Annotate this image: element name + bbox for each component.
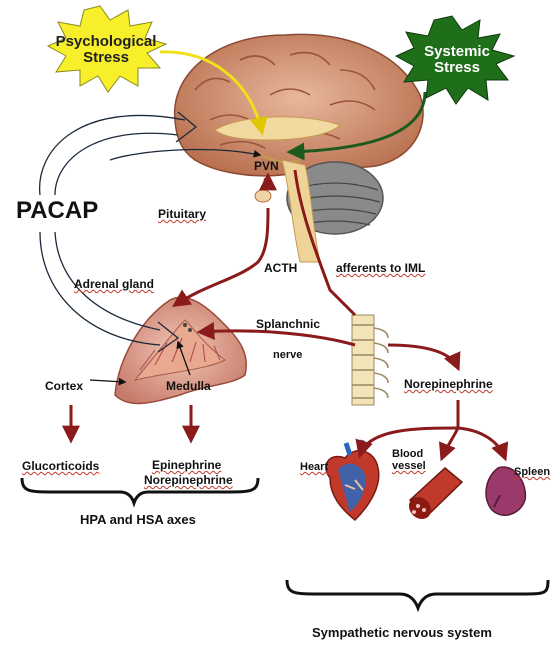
spinal-column [352,315,388,405]
acth-label: ACTH [264,262,297,275]
pvn-label: PVN [254,160,279,173]
systemic-stress-label: Systemic Stress [402,44,512,76]
psychological-stress-label: Psychological Stress [40,34,172,66]
nerve-label: nerve [273,349,302,361]
cortex-label: Cortex [45,380,83,393]
spleen-label: Spleen [514,466,550,478]
pituitary-label: Pituitary [158,208,206,221]
hpa-hsa-axes-label: HPA and HSA axes [80,513,196,527]
heart-illustration [326,440,379,520]
brain-illustration [175,34,423,262]
epinephrine-label: Epinephrine [152,459,221,472]
heart-label: Heart [300,461,328,473]
glucorticoids-label: Glucorticoids [22,460,99,473]
norepinephrine-adrenal-label: Norepinephrine [144,474,233,487]
splanchnic-label: Splanchnic [256,318,320,331]
blood-vessel-label: Blood vessel [392,448,426,472]
afferents-label: afferents to IML [336,262,425,275]
sympathetic-nervous-system-label: Sympathetic nervous system [312,626,492,640]
hormone-pathways [71,170,505,458]
pacap-label: PACAP [16,198,98,224]
blood-vessel-illustration [404,468,462,524]
norepinephrine-label: Norepinephrine [404,378,493,391]
medulla-label: Medulla [166,380,211,393]
sympathetic-brace [287,580,548,608]
adrenal-gland-label: Adrenal gland [74,278,154,291]
